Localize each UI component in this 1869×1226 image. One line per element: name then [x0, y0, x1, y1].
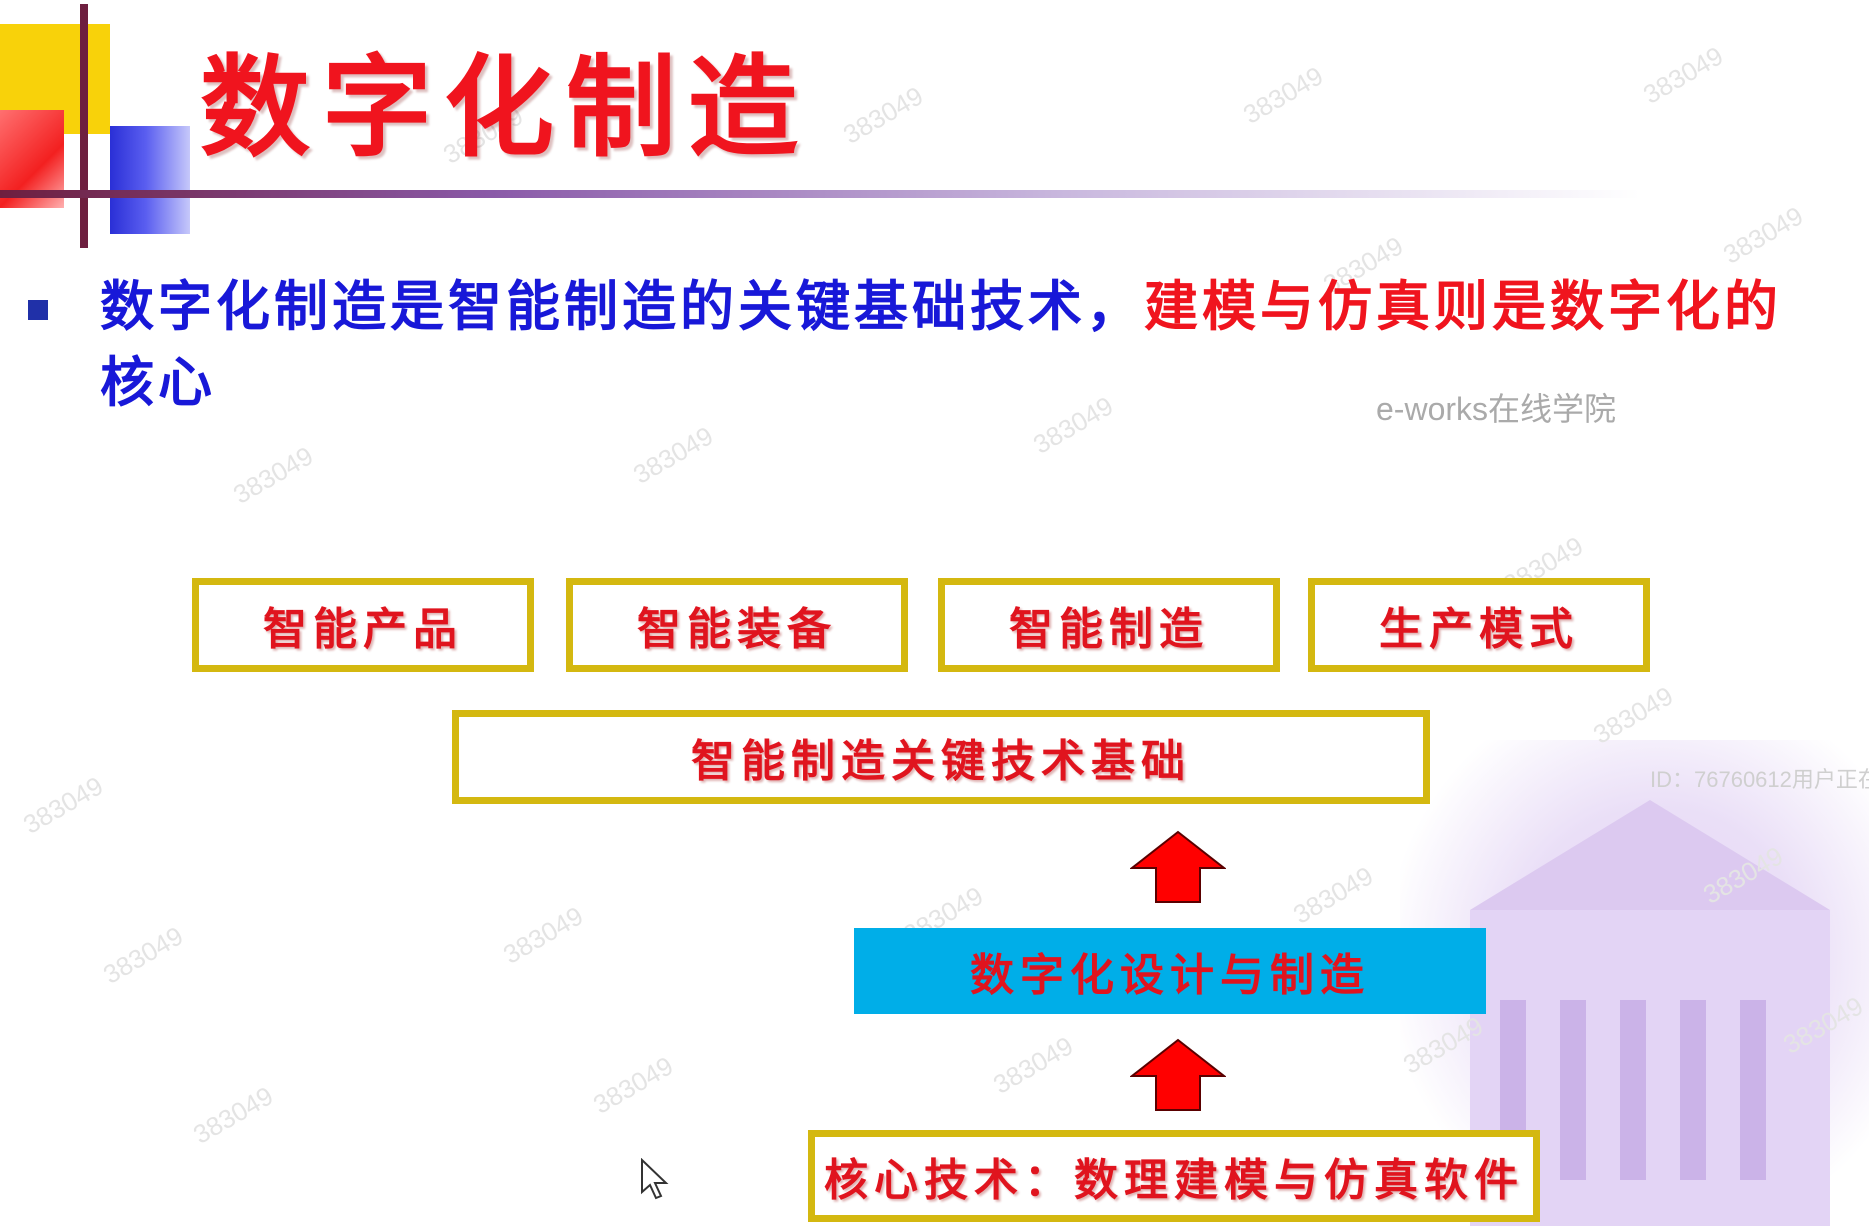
intro-paragraph: 数字化制造是智能制造的关键基础技术，建模与仿真则是数字化的 核心: [100, 268, 1840, 420]
intro-text-blue: 数字化制造是智能制造的关键基础技术，: [100, 274, 1144, 338]
building-column: [1740, 1000, 1766, 1180]
building-roof-shape: [1470, 800, 1830, 910]
watermark: 383049: [1638, 40, 1729, 110]
watermark: 383049: [1238, 60, 1329, 130]
decor-blue-square: [110, 126, 190, 234]
watermark: 383049: [838, 80, 929, 150]
watermark: 383049: [1718, 200, 1809, 270]
watermark: 383049: [1288, 860, 1379, 930]
mouse-cursor-icon: [641, 1158, 669, 1200]
watermark: 383049: [98, 920, 189, 990]
box-digital-design-manufacturing: 数字化设计与制造: [854, 928, 1486, 1014]
bullet-icon: [28, 300, 48, 320]
up-arrow-icon: [1130, 830, 1226, 903]
watermark: 383049: [628, 420, 719, 490]
up-arrow-icon: [1130, 1038, 1226, 1111]
box-smart-product: 智能产品: [192, 578, 534, 672]
watermark: 383049: [188, 1080, 279, 1150]
eworks-watermark-label: e-works在线学院: [1376, 391, 1617, 427]
building-column: [1620, 1000, 1646, 1180]
intro-text-blue-end: 核心: [100, 350, 216, 414]
slide-title: 数字化制造: [200, 43, 810, 172]
user-id-notice: ID：76760612用户正在: [1650, 767, 1869, 792]
building-column: [1560, 1000, 1586, 1180]
building-column: [1680, 1000, 1706, 1180]
watermark: 383049: [228, 440, 319, 510]
box-core-technology: 核心技术：数理建模与仿真软件: [808, 1130, 1540, 1222]
decor-horizontal-line: [0, 190, 1640, 198]
box-key-technology-foundation: 智能制造关键技术基础: [452, 710, 1430, 804]
watermark: 383049: [588, 1050, 679, 1120]
box-smart-manufacturing: 智能制造: [938, 578, 1280, 672]
decor-vertical-line: [80, 4, 88, 248]
box-production-mode: 生产模式: [1308, 578, 1650, 672]
watermark: 383049: [498, 900, 589, 970]
intro-text-red: 建模与仿真则是数字化的: [1144, 274, 1782, 338]
box-smart-equipment: 智能装备: [566, 578, 908, 672]
watermark: 383049: [988, 1030, 1079, 1100]
watermark: 383049: [18, 770, 109, 840]
